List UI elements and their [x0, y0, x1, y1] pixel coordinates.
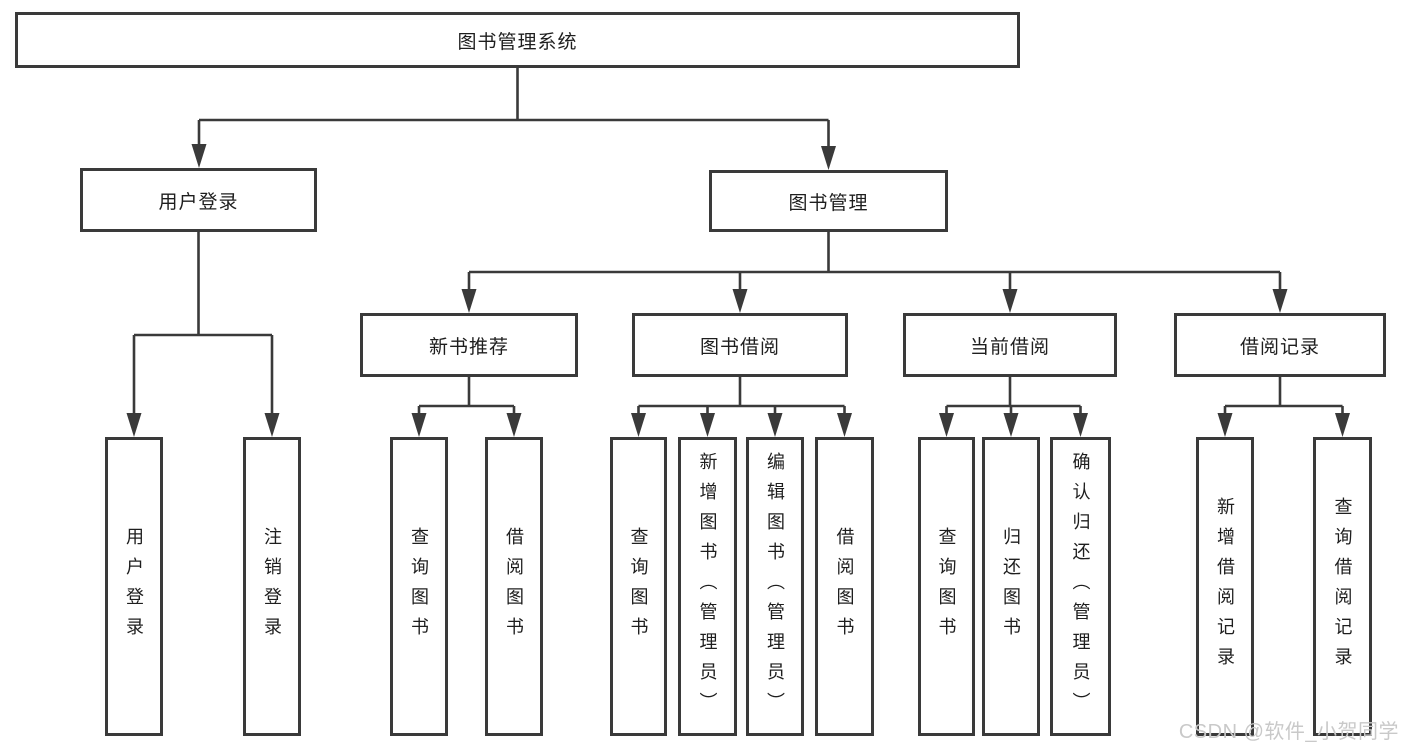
- leaf-edit-books-admin: 编辑图书（管理员）: [746, 437, 804, 736]
- leaf-label: 编辑图书（管理员）: [765, 451, 785, 722]
- node-user-login: 用户登录: [80, 168, 317, 232]
- leaf-label: 新增图书（管理员）: [697, 451, 718, 722]
- leaf-add-books-admin: 新增图书（管理员）: [678, 437, 737, 736]
- leaf-return-books: 归还图书: [982, 437, 1040, 736]
- arrowhead-icons: [126, 144, 1350, 437]
- leaf-label: 归还图书: [1001, 526, 1021, 647]
- node-current-borrow: 当前借阅: [903, 313, 1117, 377]
- leaf-logout: 注销登录: [243, 437, 301, 736]
- leaf-confirm-return-admin: 确认归还（管理员）: [1050, 437, 1111, 736]
- leaf-label: 查询图书: [936, 526, 957, 647]
- leaf-user-login: 用户登录: [105, 437, 163, 736]
- node-book-management: 图书管理: [709, 170, 948, 232]
- node-borrow-records: 借阅记录: [1174, 313, 1386, 377]
- leaf-label: 用户登录: [124, 526, 144, 647]
- node-library-management-system: 图书管理系统: [15, 12, 1020, 68]
- leaf-label: 注销登录: [262, 526, 282, 647]
- leaf-label: 查询借阅记录: [1332, 496, 1353, 677]
- node-label: 用户登录: [158, 191, 239, 213]
- leaf-label: 查询图书: [409, 526, 429, 647]
- node-label: 当前借阅: [969, 336, 1050, 358]
- leaf-label: 借阅图书: [834, 526, 855, 647]
- leaf-query-books: 查询图书: [390, 437, 448, 736]
- node-book-borrow: 图书借阅: [632, 313, 848, 377]
- leaf-query-books: 查询图书: [918, 437, 975, 736]
- leaf-query-borrow-record: 查询借阅记录: [1313, 437, 1372, 736]
- leaf-query-books: 查询图书: [610, 437, 667, 736]
- leaf-label: 查询图书: [628, 526, 649, 647]
- leaf-add-borrow-record: 新增借阅记录: [1196, 437, 1254, 736]
- node-label: 新书推荐: [428, 336, 509, 358]
- leaf-borrow-books: 借阅图书: [485, 437, 543, 736]
- leaf-label: 确认归还（管理员）: [1070, 451, 1091, 722]
- node-label: 图书借阅: [699, 336, 780, 358]
- node-new-book-recommend: 新书推荐: [360, 313, 578, 377]
- leaf-label: 借阅图书: [504, 526, 524, 647]
- node-label: 图书管理系统: [457, 31, 578, 53]
- node-label: 借阅记录: [1239, 336, 1320, 358]
- node-label: 图书管理: [788, 192, 869, 214]
- leaf-label: 新增借阅记录: [1215, 496, 1235, 677]
- leaf-borrow-books: 借阅图书: [815, 437, 874, 736]
